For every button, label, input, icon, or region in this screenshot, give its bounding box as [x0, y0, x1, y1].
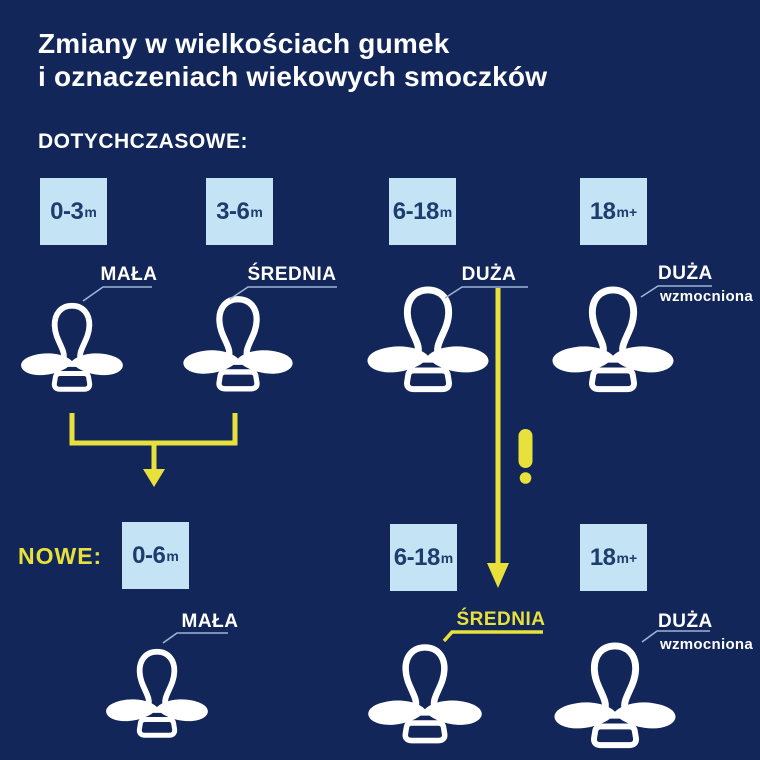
pointer-line-old-srednia [229, 286, 337, 300]
section-label-old: DOTYCHCZASOWE: [38, 130, 248, 153]
merge-bracket [69, 413, 238, 471]
size-label-new-mala: MAŁA [181, 611, 239, 632]
merge-bracket-line [69, 413, 238, 446]
size-label-new-srednia: ŚREDNIA [456, 609, 546, 630]
age-unit: m [440, 549, 454, 566]
size-label-main: DUŻA [658, 611, 713, 632]
page-title-line1: Zmiany w wielkościach gumek [38, 28, 450, 59]
pointer-line-old-mala [82, 286, 152, 302]
age-range: 0-3 [50, 197, 84, 225]
merge-arrow-head [143, 469, 165, 487]
age-range: 6-18 [393, 543, 441, 571]
size-label-sub: wzmocniona [660, 288, 754, 305]
exclamation-bar [518, 429, 533, 468]
page-title-line2: i oznaczeniach wiekowych smoczków [38, 61, 548, 92]
age-unit: m [250, 203, 263, 220]
pointer-line-old-duza [444, 286, 528, 299]
section-label-new: NOWE: [18, 543, 103, 569]
age-unit: m+ [616, 549, 638, 566]
size-label-old-duza: DUŻA [461, 264, 517, 285]
size-label-new-duza-wzmocniona: DUŻA wzmocniona [658, 611, 753, 653]
page-title: Zmiany w wielkościach gumek i oznaczenia… [38, 27, 547, 93]
age-range: 6-18 [392, 197, 440, 225]
pointer-line-old-duza-wzmocniona [640, 285, 712, 298]
size-label-old-srednia: ŚREDNIA [247, 264, 337, 285]
age-range: 0-6 [132, 541, 166, 569]
age-range: 3-6 [216, 197, 250, 225]
age-range: 18 [589, 543, 616, 571]
pointer-line-new-srednia [442, 630, 543, 643]
pointer-line-new-duza-wzmocniona [641, 630, 710, 643]
exclamation-icon [518, 429, 533, 484]
size-label-sub: wzmocniona [660, 636, 754, 653]
age-unit: m+ [616, 203, 638, 220]
age-unit: m [84, 203, 97, 220]
age-range: 18 [589, 197, 616, 225]
pointer-line-new-mala [162, 632, 228, 644]
label-pointer-lines [82, 285, 712, 644]
size-label-old-mala: MAŁA [100, 264, 158, 285]
exclamation-dot [519, 472, 532, 484]
age-unit: m [439, 203, 453, 220]
size-label-old-duza-wzmocniona: DUŻA wzmocniona [658, 263, 753, 305]
size-label-main: DUŻA [658, 263, 713, 284]
age-unit: m [166, 547, 179, 564]
change-arrow-head [487, 563, 509, 588]
